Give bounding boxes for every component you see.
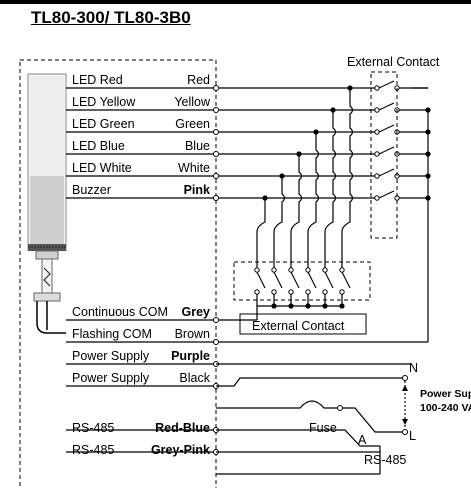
power-supply-section: N L Power Supp 100-240 VAC Fuse A RS-485 (216, 361, 471, 475)
switch-contact (271, 267, 277, 273)
switch-contact (305, 267, 311, 273)
wire-left-label: LED Red (72, 73, 123, 87)
switch-blade (378, 80, 395, 89)
wire-row: LED Yellow Yellow (66, 95, 219, 113)
switch-contact (254, 289, 260, 295)
switch-contact (339, 267, 345, 273)
external-contact-bottom-label: External Contact (252, 319, 345, 333)
switch-contact (374, 107, 380, 113)
wire-right-label: Black (179, 371, 210, 385)
switch-contact (288, 289, 294, 295)
wire-right-label: Grey (182, 305, 211, 319)
switch-blade (378, 190, 395, 199)
drop-wire (256, 198, 266, 268)
wire-row: LED Red Red (66, 73, 219, 91)
switch-blade (273, 271, 283, 289)
drop-wire (324, 110, 337, 268)
drop-wire (307, 132, 320, 268)
wire-left-label: LED White (72, 161, 132, 175)
wire-right-label: Red-Blue (155, 421, 210, 435)
wire-right-label: Grey-Pink (151, 443, 210, 457)
wire-left-label: RS-485 (72, 421, 114, 435)
switch-contact (322, 267, 328, 273)
power-n-label: N (409, 361, 418, 375)
switch-contact (374, 85, 380, 91)
switch-blade (290, 271, 300, 289)
switch-contact (271, 289, 277, 295)
wire-left-label: Flashing COM (72, 327, 152, 341)
switch-blade (341, 271, 351, 289)
drop-wire (341, 88, 354, 268)
wire-row: LED White White (66, 161, 219, 179)
switch-blade (378, 146, 395, 155)
a-label: A (358, 433, 367, 447)
wire-left-label: LED Blue (72, 139, 125, 153)
switch-contact (374, 195, 380, 201)
wire-left-label: RS-485 (72, 443, 114, 457)
wire-right-label: Brown (175, 327, 210, 341)
switch-blade (378, 124, 395, 133)
switch-contact (339, 289, 345, 295)
wire-right-label: Green (175, 117, 210, 131)
tower-enclosure-outline (19, 59, 217, 488)
wire-left-label: Buzzer (72, 183, 111, 197)
fuse-label: Fuse (309, 421, 337, 435)
switch-contact (374, 151, 380, 157)
wire-row: RS-485 Red-Blue (66, 421, 219, 435)
signal-tower (27, 73, 67, 334)
switch-blade (378, 168, 395, 177)
switch-blade (307, 271, 317, 289)
switch-contact (322, 289, 328, 295)
switch-contact (288, 267, 294, 273)
wire-right-label: Blue (185, 139, 210, 153)
wire-row: LED Blue Blue (66, 139, 219, 157)
wire-right-label: Purple (171, 349, 210, 363)
wire-row: Buzzer Pink (66, 183, 219, 201)
switch-contact (374, 173, 380, 179)
wire-right-label: White (178, 161, 210, 175)
wire-right-label: Pink (184, 183, 210, 197)
top-border (0, 0, 471, 4)
external-contact-top-outline (370, 71, 398, 239)
wire-row: Continuous COM Grey (66, 305, 219, 323)
drop-wire (273, 176, 286, 268)
wire-right-label: Red (187, 73, 210, 87)
wire-right-label: Yellow (174, 95, 211, 109)
external-contact-bottom-outline (233, 261, 371, 301)
switch-contact (374, 129, 380, 135)
wire-row: Power Supply Black (66, 371, 219, 389)
drop-wire (290, 154, 303, 268)
external-contact-bottom-box (239, 313, 367, 335)
wire-row: Flashing COM Brown (66, 327, 219, 345)
power-l-label: L (409, 429, 416, 443)
wire-left-label: LED Green (72, 117, 135, 131)
switch-contact (254, 267, 260, 273)
wire-left-label: LED Yellow (72, 95, 136, 109)
diagram-title: TL80-300/ TL80-3B0 (31, 8, 191, 27)
power-supply-voltage: 100-240 VAC (420, 402, 471, 414)
wire-left-label: Power Supply (72, 371, 150, 385)
wire-row: LED Green Green (66, 117, 219, 135)
wire-row: RS-485 Grey-Pink (66, 443, 219, 457)
switch-blade (378, 102, 395, 111)
external-contact-top-label: External Contact (347, 55, 440, 69)
wire-left-label: Continuous COM (72, 305, 168, 319)
switch-contact (305, 289, 311, 295)
wire-left-label: Power Supply (72, 349, 150, 363)
switch-blade (324, 271, 334, 289)
switch-blade (256, 271, 266, 289)
wire-row: Power Supply Purple (66, 349, 219, 367)
power-supply-title: Power Supp (420, 388, 471, 400)
rs485-side-label: RS-485 (364, 453, 406, 467)
